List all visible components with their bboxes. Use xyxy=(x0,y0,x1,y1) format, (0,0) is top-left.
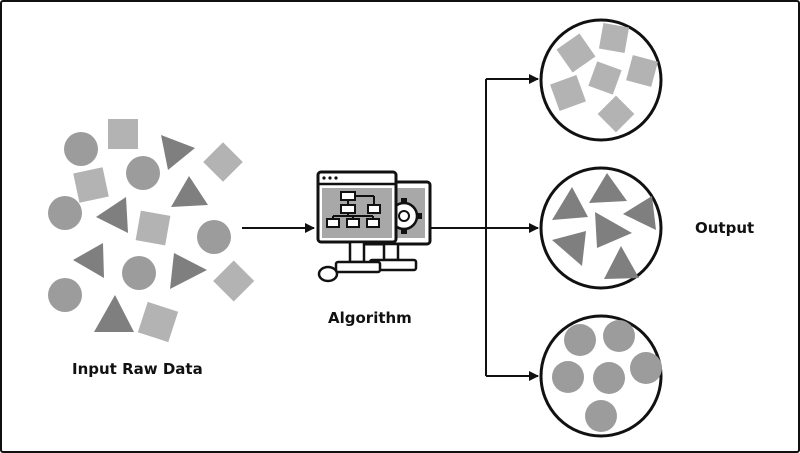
input-square xyxy=(203,142,243,182)
input-circle xyxy=(197,220,231,254)
output-circle xyxy=(630,352,662,384)
output-circle xyxy=(552,361,584,393)
output-circle xyxy=(593,362,625,394)
output-label: Output xyxy=(695,219,755,237)
input-circle xyxy=(64,132,98,166)
input-circle xyxy=(122,256,156,290)
algorithm-computer-icon xyxy=(316,170,432,283)
output-square xyxy=(556,33,596,73)
algorithm-label: Algorithm xyxy=(328,309,412,327)
output-triangle xyxy=(589,173,627,203)
output-square xyxy=(588,61,622,95)
input-triangle xyxy=(161,135,195,170)
output-triangle xyxy=(604,246,639,279)
output-square xyxy=(626,55,658,87)
output-square xyxy=(597,95,635,133)
output-group-circles xyxy=(539,314,663,438)
output-group-triangles xyxy=(539,166,663,290)
output-arrows xyxy=(430,74,539,381)
input-square xyxy=(73,167,109,203)
output-group-squares xyxy=(539,18,663,142)
input-triangle xyxy=(171,176,208,207)
input-triangle xyxy=(73,243,104,278)
output-circle xyxy=(603,320,635,352)
input-square xyxy=(137,301,179,343)
output-triangle xyxy=(552,187,588,220)
input-square xyxy=(135,210,171,246)
input-triangle xyxy=(170,253,207,289)
input-circle xyxy=(48,196,82,230)
input-shape-cluster xyxy=(48,119,255,343)
output-circle xyxy=(585,400,617,432)
mouse-icon xyxy=(317,265,339,283)
input-triangle xyxy=(96,197,128,233)
output-triangle xyxy=(595,212,632,248)
input-circle xyxy=(48,278,82,312)
output-square xyxy=(550,75,586,111)
input-raw-data-label: Input Raw Data xyxy=(72,360,203,378)
output-circle xyxy=(564,324,596,356)
output-square xyxy=(598,22,630,54)
output-triangle xyxy=(623,196,656,230)
input-circle xyxy=(126,156,160,190)
output-triangle xyxy=(552,231,586,266)
input-triangle xyxy=(94,295,134,332)
input-square xyxy=(108,119,138,149)
input-square xyxy=(213,260,255,302)
